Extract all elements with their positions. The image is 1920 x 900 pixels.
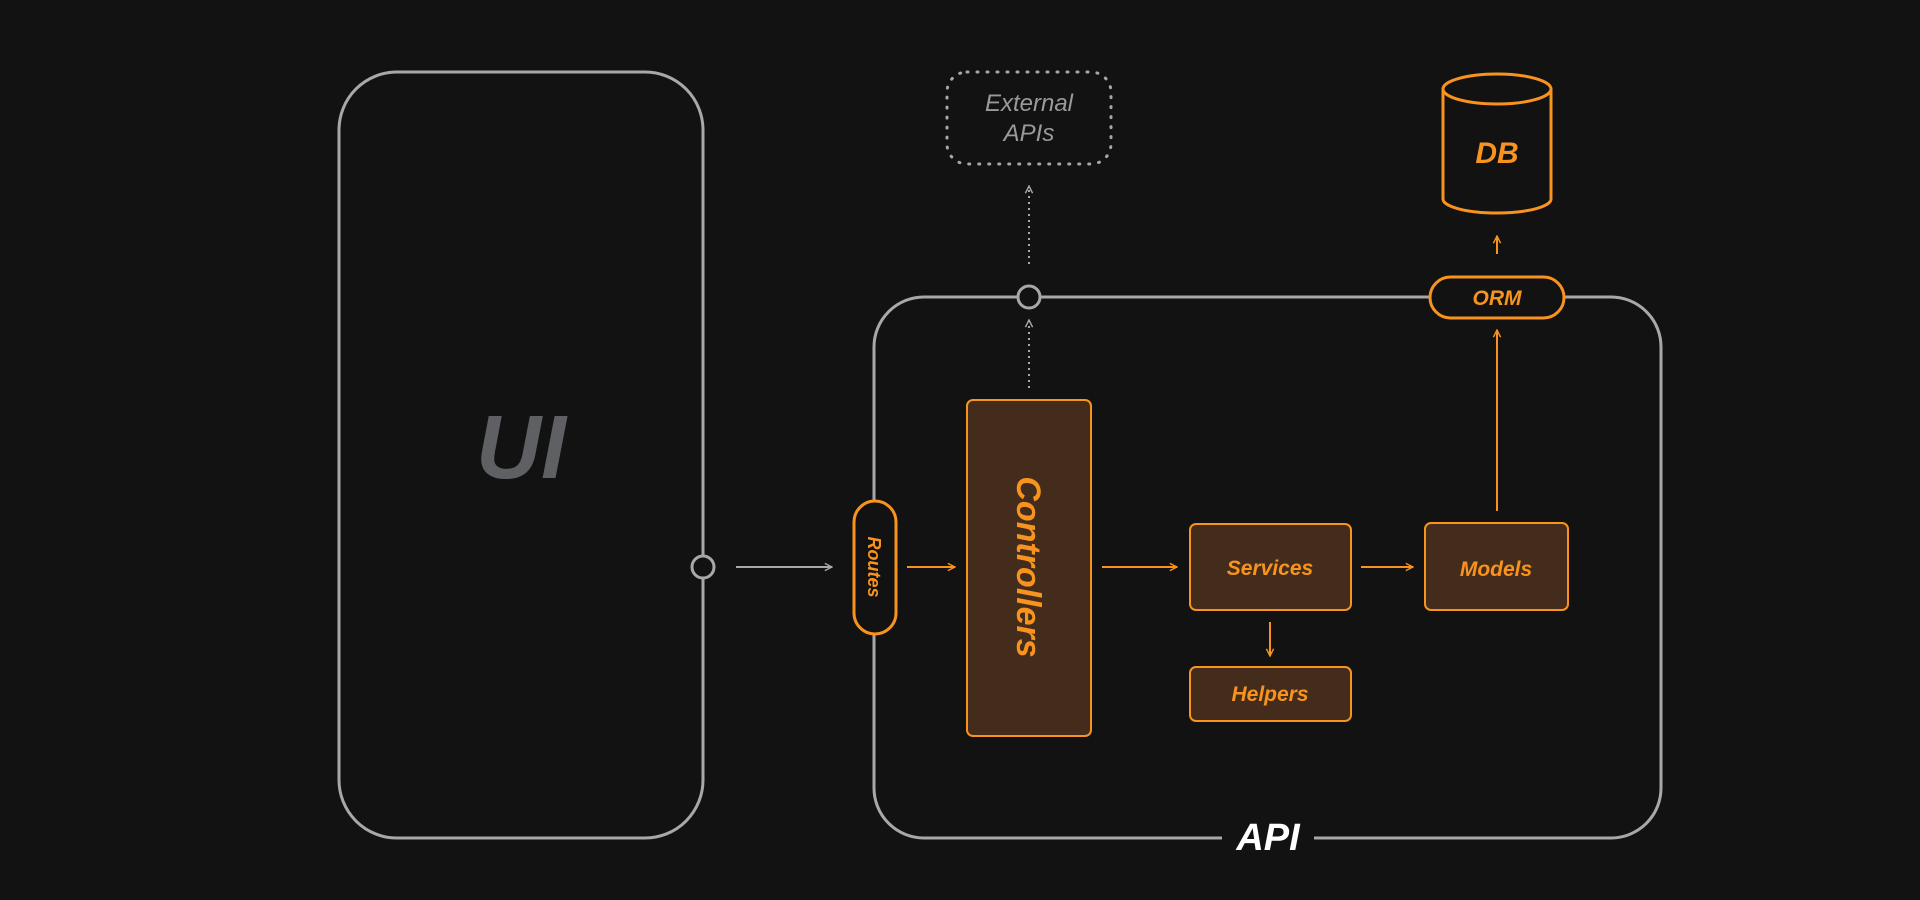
database-cylinder-icon: DB	[1441, 72, 1553, 215]
models-box: Models	[1424, 522, 1569, 611]
db-label: DB	[1475, 137, 1518, 170]
external-apis-box: External APIs	[945, 70, 1113, 166]
routes-label: Routes	[864, 536, 884, 597]
controllers-label: Controllers	[1009, 476, 1047, 657]
services-label: Services	[1227, 557, 1313, 580]
controllers-box: Controllers	[966, 399, 1092, 737]
helpers-label: Helpers	[1231, 683, 1308, 706]
api-external-port	[1016, 284, 1042, 310]
external-apis-label-line2: APIs	[1002, 120, 1055, 147]
ui-panel: UI	[337, 70, 716, 840]
models-label: Models	[1460, 558, 1532, 581]
orm-label: ORM	[1473, 287, 1523, 310]
ui-output-port	[690, 554, 716, 580]
services-box: Services	[1189, 523, 1352, 611]
orm-pill: ORM	[1428, 275, 1566, 320]
routes-pill: Routes	[852, 499, 898, 636]
helpers-box: Helpers	[1189, 666, 1352, 722]
external-apis-label-line1: External	[985, 90, 1074, 117]
ui-panel-label: UI	[476, 398, 568, 498]
api-panel-label: API	[1235, 817, 1301, 859]
